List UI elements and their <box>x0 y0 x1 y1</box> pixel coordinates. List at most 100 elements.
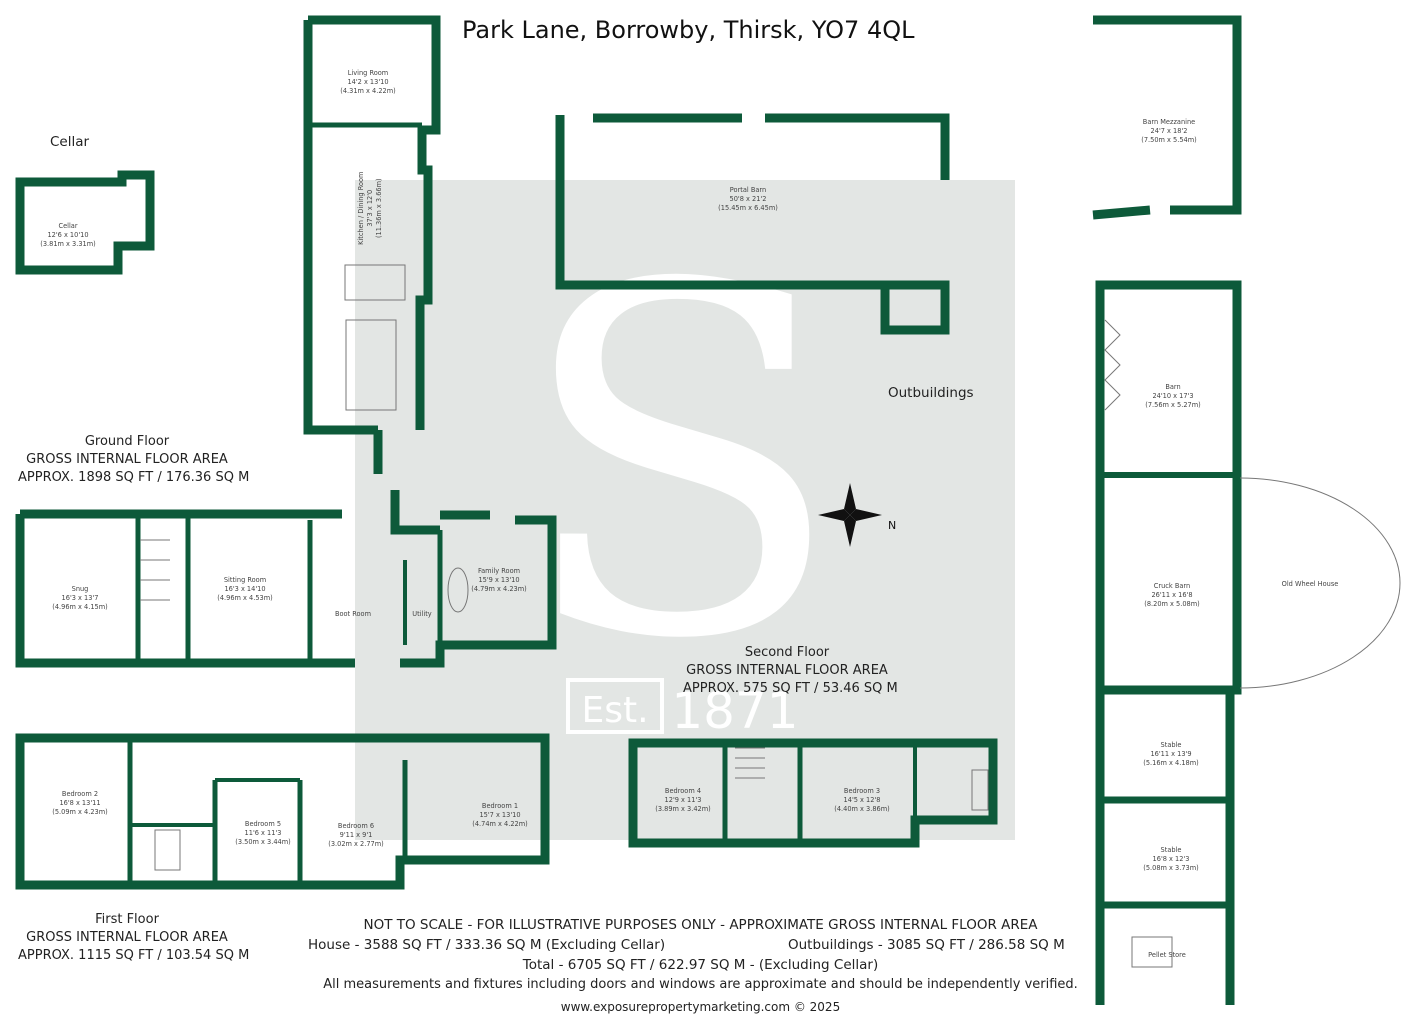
room-name: Sitting Room <box>223 576 267 584</box>
ground-south-west <box>15 514 355 668</box>
stairs-second <box>735 747 765 779</box>
room-imperial: 16'11 x 13'9 <box>1150 749 1192 758</box>
room-metric: (5.16m x 4.18m) <box>1143 758 1199 767</box>
room-metric: (3.89m x 3.42m) <box>655 804 711 813</box>
room-imperial: 12'6 x 10'10 <box>47 230 89 239</box>
page-title: Park Lane, Borrowby, Thirsk, YO7 4QL <box>462 16 915 44</box>
room-imperial: 16'8 x 12'3 <box>1152 854 1190 863</box>
cellar-walls <box>15 170 155 275</box>
room-metric: (5.09m x 4.23m) <box>52 807 108 816</box>
first-floor-name: First Floor <box>95 912 159 927</box>
wheel-house-outline <box>1239 477 1401 689</box>
room-name: Bedroom 3 <box>843 787 881 795</box>
watermark-year: 1871 <box>671 682 798 740</box>
room-metric: (4.96m x 4.53m) <box>217 593 273 602</box>
room-bedroom5: Bedroom 5 11'6 x 11'3 (3.50m x 3.44m) <box>235 820 290 846</box>
portal-barn-north <box>593 113 950 180</box>
footer-disclaimer: All measurements and fixtures including … <box>323 977 1078 992</box>
second-floor-area: Second Floor GROSS INTERNAL FLOOR AREA A… <box>683 644 898 698</box>
room-name: Pellet Store <box>1148 951 1186 959</box>
room-imperial: 26'11 x 16'8 <box>1151 590 1193 599</box>
room-utility: Utility <box>412 610 431 619</box>
room-metric: (3.50m x 3.44m) <box>235 837 291 846</box>
watermark-letter: S <box>516 185 845 744</box>
watermark-est-box <box>566 678 664 734</box>
room-name: Living Room <box>347 69 389 77</box>
watermark-background <box>355 180 1015 840</box>
room-family: Family Room 15'9 x 13'10 (4.79m x 4.23m) <box>471 567 526 593</box>
room-imperial: 12'9 x 11'3 <box>664 795 702 804</box>
kitchen-west-wall <box>303 20 378 435</box>
room-name: Utility <box>412 610 432 618</box>
room-stable-1: Stable 16'11 x 13'9 (5.16m x 4.18m) <box>1143 741 1198 767</box>
kitchen-unit <box>344 264 406 301</box>
room-pellet-store: Pellet Store <box>1148 951 1186 960</box>
bifold-door <box>1104 319 1121 411</box>
room-kitchen: Kitchen / Dining Room 37'3 x 12'0 (11.36… <box>357 172 383 245</box>
room-metric: (7.56m x 5.27m) <box>1145 400 1201 409</box>
room-snug: Snug 16'3 x 13'7 (4.96m x 4.15m) <box>52 585 107 611</box>
portal-barn-walls <box>555 115 950 335</box>
ground-floor-name: Ground Floor <box>84 434 170 449</box>
room-name: Old Wheel House <box>1281 580 1339 588</box>
room-barn-mezzanine: Barn Mezzanine 24'7 x 18'2 (7.50m x 5.54… <box>1141 118 1196 144</box>
room-imperial: 24'7 x 18'2 <box>1150 126 1188 135</box>
first-floor-area: First Floor GROSS INTERNAL FLOOR AREA AP… <box>18 911 250 965</box>
room-imperial: 11'6 x 11'3 <box>244 828 282 837</box>
room-metric: (4.96m x 4.15m) <box>52 602 108 611</box>
footer-website: www.exposurepropertymarketing.com © 2025 <box>560 1000 841 1014</box>
room-metric: (4.79m x 4.23m) <box>471 584 527 593</box>
footer-total: Total - 6705 SQ FT / 622.97 SQ M - (Excl… <box>522 957 879 973</box>
room-metric: (5.08m x 3.73m) <box>1143 863 1199 872</box>
room-metric: (15.45m x 6.45m) <box>718 203 778 212</box>
room-living: Living Room 14'2 x 13'10 (4.31m x 4.22m) <box>340 69 395 95</box>
second-floor-name: Second Floor <box>744 645 830 660</box>
room-stable-2: Stable 16'8 x 12'3 (5.08m x 3.73m) <box>1143 846 1198 872</box>
footer-house: House - 3588 SQ FT / 333.36 SQ M (Exclud… <box>308 937 666 953</box>
room-imperial: 9'11 x 9'1 <box>339 830 373 839</box>
room-bedroom4: Bedroom 4 12'9 x 11'3 (3.89m x 3.42m) <box>655 787 710 813</box>
first-floor-outline <box>15 733 550 890</box>
fixtures <box>140 264 1401 968</box>
room-old-wheel-house: Old Wheel House <box>1282 580 1339 589</box>
ground-floor-line1: GROSS INTERNAL FLOOR AREA <box>26 452 228 467</box>
room-portal-barn: Portal Barn 50'8 x 21'2 (15.45m x 6.45m) <box>718 186 778 212</box>
room-name: Boot Room <box>334 610 372 618</box>
stairs-ground <box>140 539 170 601</box>
first-floor-line2: APPROX. 1115 SQ FT / 103.54 SQ M <box>18 948 250 963</box>
room-imperial: 37'3 x 12'0 <box>365 189 374 227</box>
room-cruck-barn: Cruck Barn 26'11 x 16'8 (8.20m x 5.08m) <box>1144 582 1199 608</box>
room-bedroom3: Bedroom 3 14'5 x 12'8 (4.40m x 3.86m) <box>834 787 889 813</box>
room-name: Bedroom 5 <box>244 820 282 828</box>
room-name: Cruck Barn <box>1153 582 1191 590</box>
bathtub <box>447 567 469 613</box>
room-metric: (11.36m x 3.66m) <box>374 178 383 239</box>
room-name: Bedroom 4 <box>664 787 702 795</box>
room-imperial: 16'8 x 13'11 <box>59 798 101 807</box>
room-cellar: Cellar 12'6 x 10'10 (3.81m x 3.31m) <box>40 222 95 248</box>
kitchen-island <box>345 319 397 411</box>
room-metric: (4.31m x 4.22m) <box>340 86 396 95</box>
room-name: Bedroom 6 <box>337 822 375 830</box>
bath-2 <box>971 769 989 811</box>
barn-cruck-walls <box>1095 280 1242 695</box>
cellar-heading: Cellar <box>50 134 90 150</box>
room-imperial: 15'7 x 13'10 <box>479 810 521 819</box>
room-boot: Boot Room <box>335 610 371 619</box>
footer-outbuildings: Outbuildings - 3085 SQ FT / 286.58 SQ M <box>788 937 1065 953</box>
pellet-store-box <box>1131 936 1173 968</box>
room-name: Bedroom 2 <box>61 790 99 798</box>
room-name: Bedroom 1 <box>481 802 519 810</box>
room-imperial: 50'8 x 21'2 <box>729 194 767 203</box>
ground-floor-line2: APPROX. 1898 SQ FT / 176.36 SQ M <box>18 470 250 485</box>
room-metric: (7.50m x 5.54m) <box>1141 135 1197 144</box>
second-floor-line2: APPROX. 575 SQ FT / 53.46 SQ M <box>683 681 898 696</box>
ground-floor-area: Ground Floor GROSS INTERNAL FLOOR AREA A… <box>18 433 250 487</box>
room-name: Barn Mezzanine <box>1142 118 1196 126</box>
family-walls <box>373 430 557 668</box>
room-name: Family Room <box>477 567 521 575</box>
room-imperial: 14'5 x 12'8 <box>843 795 881 804</box>
room-metric: (4.74m x 4.22m) <box>472 819 528 828</box>
second-floor-line1: GROSS INTERNAL FLOOR AREA <box>686 663 888 678</box>
